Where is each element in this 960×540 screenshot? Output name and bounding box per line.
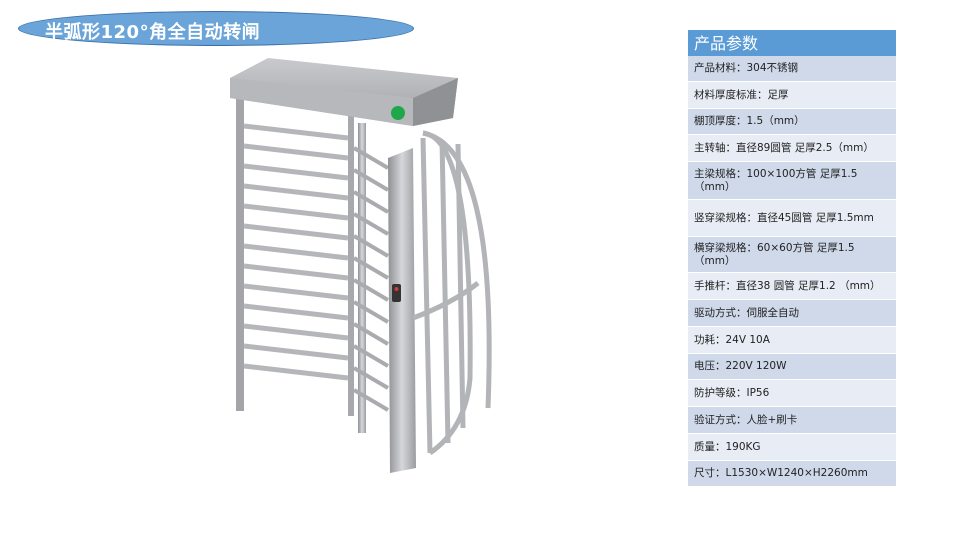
spec-row: 横穿梁规格：60×60方管 足厚1.5（mm）	[688, 237, 896, 273]
page-title: 半弧形120°角全自动转闸	[45, 22, 261, 43]
title-banner: 半弧形120°角全自动转闸	[18, 11, 414, 46]
spec-row: 尺寸：L1530×W1240×H2260mm	[688, 461, 896, 487]
spec-row: 驱动方式：伺服全自动	[688, 300, 896, 327]
fence-bars	[243, 123, 349, 381]
spec-row: 产品材料：304不锈钢	[688, 56, 896, 82]
spec-row: 电压：220V 120W	[688, 354, 896, 380]
spec-row: 主转轴：直径89圆管 足厚2.5（mm）	[688, 135, 896, 162]
spec-row: 质量：190KG	[688, 434, 896, 461]
spec-row: 材料厚度标准：足厚	[688, 82, 896, 109]
spec-row: 棚顶厚度：1.5（mm）	[688, 109, 896, 135]
spec-row: 防护等级：IP56	[688, 380, 896, 407]
rotor-arms	[352, 146, 390, 412]
card-reader	[392, 284, 401, 302]
indicator-light	[391, 106, 405, 120]
spec-row: 验证方式：人脸+刷卡	[688, 407, 896, 434]
turnstile-photo	[230, 58, 492, 473]
spec-row: 功耗：24V 10A	[688, 327, 896, 354]
spec-table: 产品参数 产品材料：304不锈钢 材料厚度标准：足厚 棚顶厚度：1.5（mm） …	[688, 30, 896, 487]
spec-row: 主梁规格：100×100方管 足厚1.5（mm）	[688, 162, 896, 200]
spec-row: 竖穿梁规格：直径45圆管 足厚1.5mm	[688, 200, 896, 237]
spec-header: 产品参数	[688, 30, 896, 56]
spec-row: 手推杆：直径38 圆管 足厚1.2 （mm）	[688, 273, 896, 300]
